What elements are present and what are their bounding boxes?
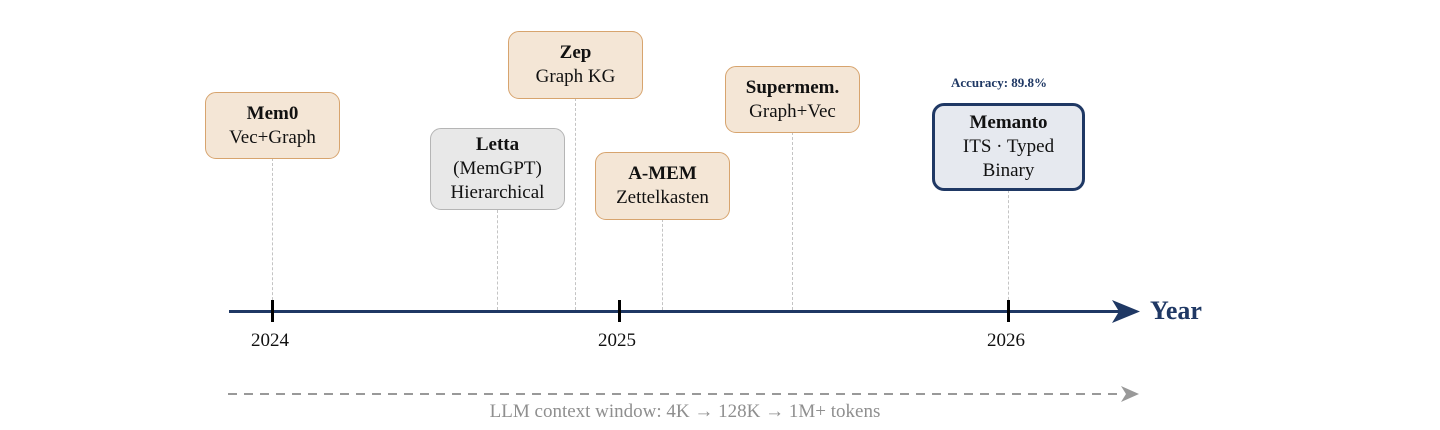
system-name: Supermem. (745, 76, 840, 98)
system-box-supermem: Supermem. Graph+Vec (725, 66, 860, 133)
stem-amem (662, 219, 663, 310)
system-box-memanto: Memanto ITS · Typed Binary (932, 103, 1085, 191)
stem-letta (497, 210, 498, 310)
system-name: Memanto (969, 112, 1048, 133)
system-desc: Graph KG (535, 66, 616, 87)
tick-2026 (1007, 300, 1010, 322)
system-desc: (MemGPT) (453, 158, 542, 179)
stem-zep (575, 98, 576, 310)
context-window-arrow-icon (228, 386, 1139, 402)
stem-supermem (792, 132, 793, 310)
axis-arrow-icon (1112, 300, 1140, 323)
year-label-2024: 2024 (251, 330, 289, 351)
axis-label: Year (1150, 296, 1202, 325)
timeline-axis (229, 310, 1119, 313)
system-box-mem0: Mem0 Vec+Graph (205, 92, 340, 159)
stem-mem0 (272, 158, 273, 310)
system-box-zep: Zep Graph KG (508, 31, 643, 99)
system-desc: Vec+Graph (229, 126, 316, 148)
system-box-letta: Letta (MemGPT) Hierarchical (430, 128, 565, 210)
system-desc: Graph+Vec (749, 100, 836, 122)
tick-2024 (271, 300, 274, 322)
accuracy-label: Accuracy: 89.8% (951, 75, 1048, 90)
system-name: Letta (475, 134, 520, 155)
year-label-2025: 2025 (598, 330, 636, 351)
system-name: Zep (559, 42, 592, 63)
tick-2025 (618, 300, 621, 322)
system-desc: ITS · Typed (962, 136, 1055, 157)
system-name: A-MEM (628, 163, 697, 184)
system-box-amem: A-MEM Zettelkasten (595, 152, 730, 220)
stem-memanto (1008, 190, 1009, 310)
system-name: Mem0 (246, 102, 299, 124)
system-desc: Hierarchical (450, 182, 545, 203)
system-desc: Zettelkasten (616, 187, 709, 208)
system-desc: Binary (982, 160, 1035, 181)
year-label-2026: 2026 (987, 330, 1025, 351)
context-window-note: LLM context window: 4K → 128K → 1M+ toke… (489, 401, 881, 422)
